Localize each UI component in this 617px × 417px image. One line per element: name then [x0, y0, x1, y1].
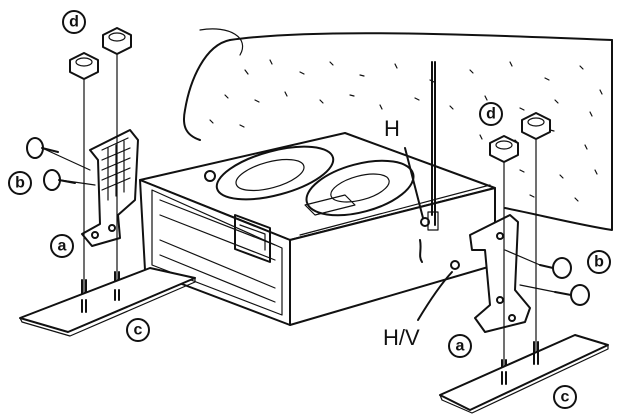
- svg-text:c: c: [561, 389, 570, 406]
- right-nuts-bolts: [489, 112, 551, 383]
- svg-text:d: d: [486, 106, 496, 123]
- right-carpet-plate: [439, 334, 609, 414]
- left-carpet-plate: [19, 267, 196, 337]
- right-bracket: [469, 214, 531, 333]
- right-screws: [504, 249, 590, 306]
- label-b-right: b: [587, 250, 611, 274]
- label-hv: H/V: [383, 325, 420, 350]
- label-b-left: b: [8, 171, 32, 195]
- svg-text:a: a: [456, 338, 465, 355]
- svg-text:a: a: [58, 238, 67, 255]
- svg-text:b: b: [594, 254, 604, 271]
- seat-cushion: [182, 28, 613, 231]
- label-d-right: d: [479, 102, 503, 126]
- label-a-right: a: [448, 334, 472, 358]
- svg-text:b: b: [15, 175, 25, 192]
- svg-text:d: d: [69, 14, 79, 31]
- left-nuts-bolts: [69, 27, 132, 306]
- left-bracket: [81, 129, 139, 247]
- label-c-right: c: [553, 385, 577, 409]
- label-h: H: [384, 116, 400, 141]
- label-c-left: c: [126, 318, 150, 342]
- label-a-left: a: [50, 234, 74, 258]
- svg-text:c: c: [134, 322, 143, 339]
- hv-leader: [417, 271, 453, 321]
- h-leader: [404, 61, 439, 231]
- left-screws: [26, 137, 96, 191]
- cd-changer-unit: [139, 132, 496, 326]
- label-d-left: d: [62, 10, 86, 34]
